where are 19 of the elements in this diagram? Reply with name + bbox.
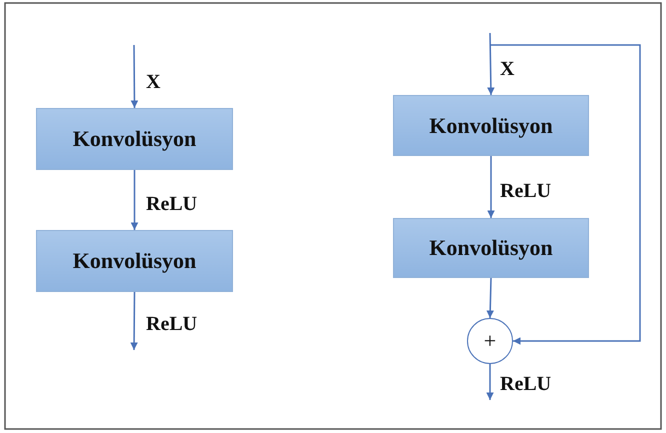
edge-label: ReLU bbox=[500, 181, 552, 201]
edge-label: X bbox=[500, 59, 514, 79]
edge-label: X bbox=[146, 72, 160, 92]
arrow bbox=[486, 278, 494, 318]
sum-circle: + bbox=[467, 318, 513, 364]
arrow bbox=[487, 156, 495, 218]
process-box: Konvolüsyon bbox=[393, 218, 589, 278]
edge-label: ReLU bbox=[146, 314, 198, 334]
process-box: Konvolüsyon bbox=[393, 95, 589, 156]
arrow bbox=[486, 364, 494, 400]
arrow bbox=[130, 45, 138, 108]
arrow bbox=[490, 44, 641, 345]
arrow bbox=[487, 32, 495, 96]
arrow bbox=[130, 170, 138, 230]
edge-label: ReLU bbox=[500, 374, 552, 394]
edge-label: ReLU bbox=[146, 194, 198, 214]
arrow bbox=[130, 292, 138, 350]
process-box: Konvolüsyon bbox=[36, 108, 233, 170]
process-box: Konvolüsyon bbox=[36, 230, 233, 292]
